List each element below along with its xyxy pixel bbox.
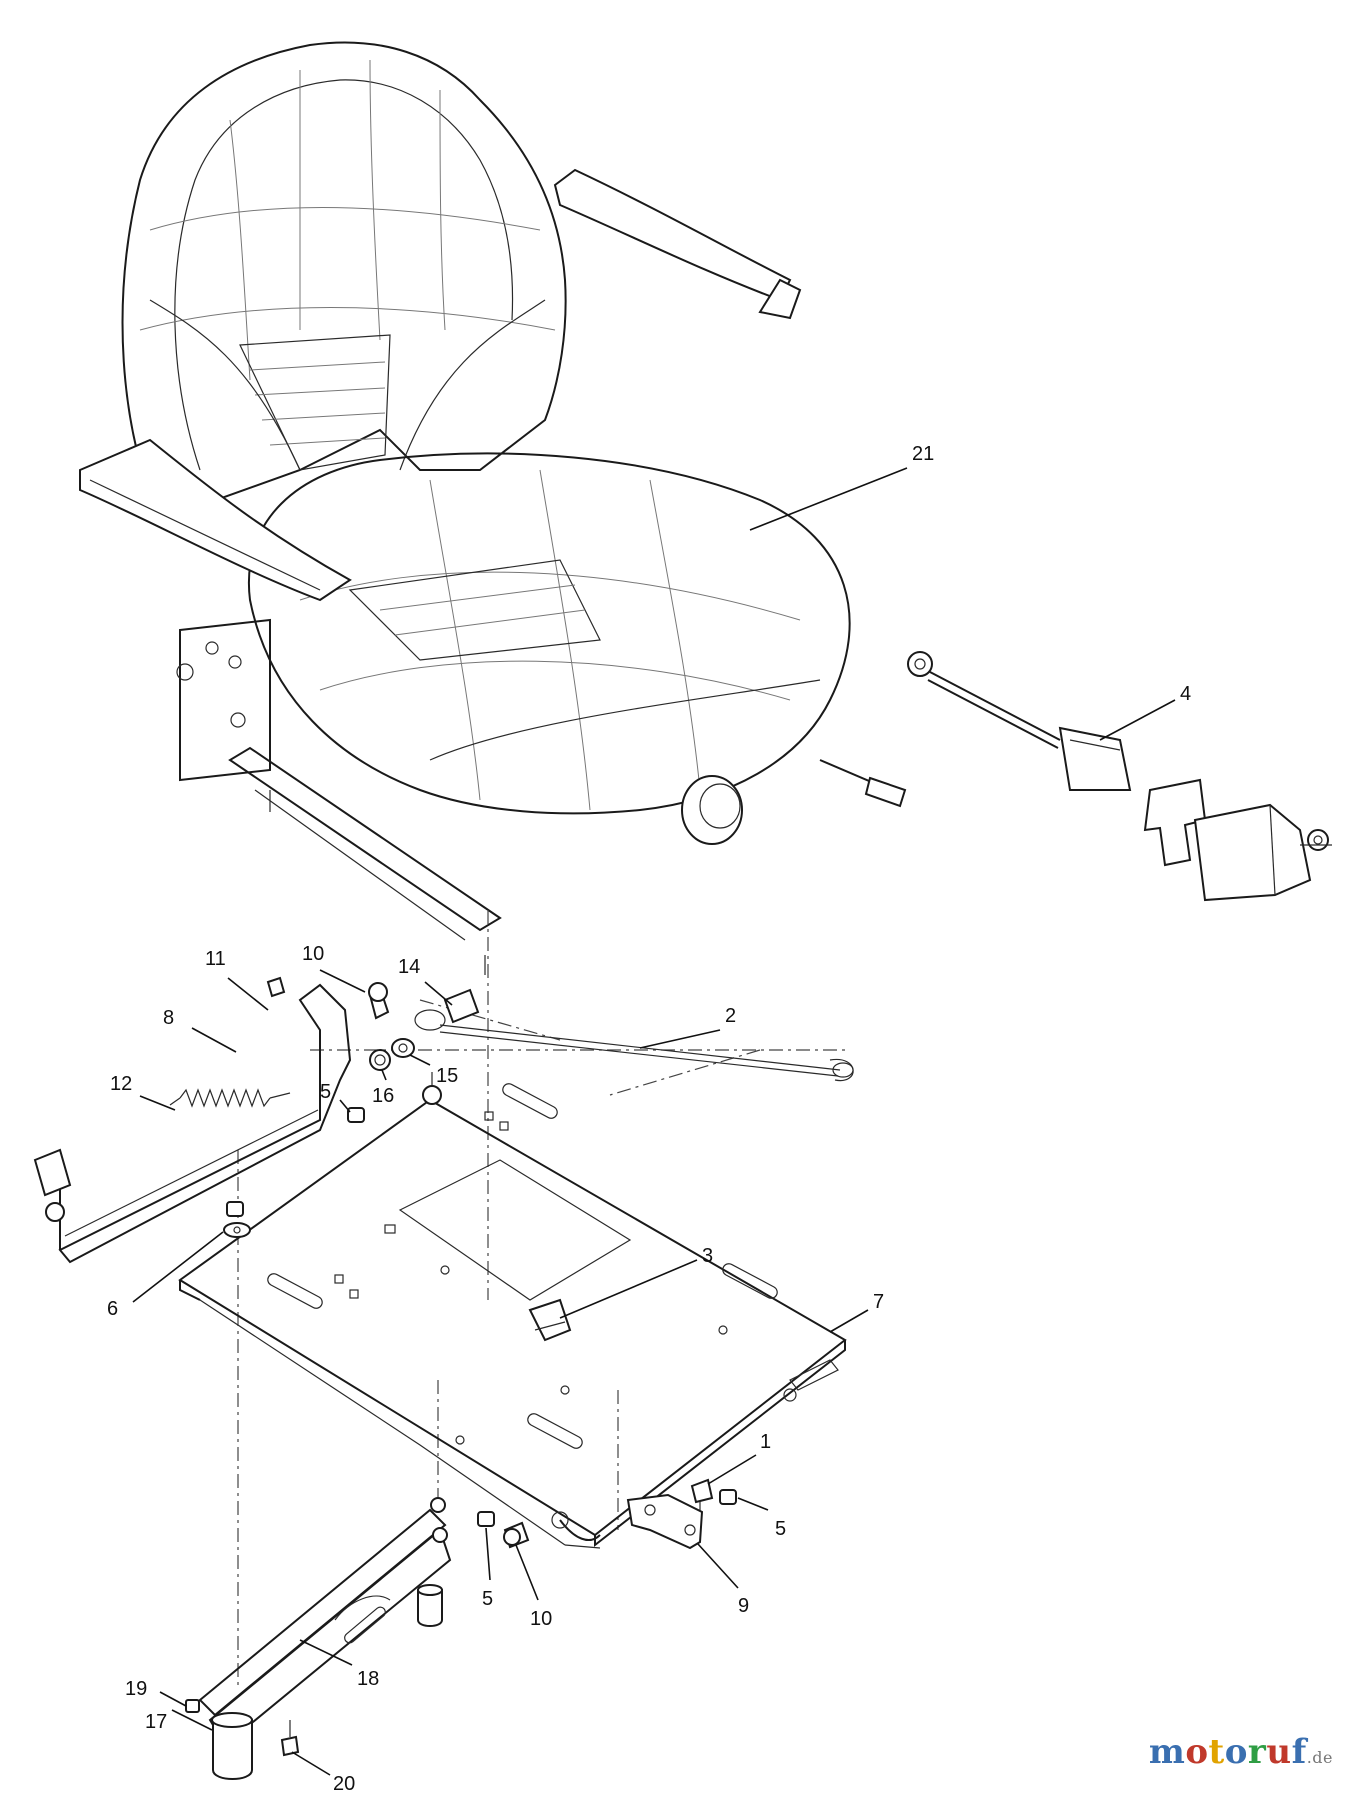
callout-5-lower: 5 <box>482 1588 493 1610</box>
watermark-letter: t <box>1208 1732 1225 1772</box>
washer-6 <box>223 1222 251 1238</box>
nut-5b <box>719 1489 737 1505</box>
seat <box>79 41 907 975</box>
callout-21: 21 <box>912 443 934 465</box>
callout-2: 2 <box>725 1005 736 1027</box>
seat-armrest-left <box>79 438 352 602</box>
callout-20: 20 <box>333 1773 355 1795</box>
callout-9: 9 <box>738 1595 749 1617</box>
callout-14: 14 <box>398 956 420 978</box>
nut-5c <box>477 1511 495 1527</box>
bolt-1 <box>690 1478 714 1504</box>
slide-release-lever <box>33 976 352 1264</box>
seat-base-frame <box>179 618 271 782</box>
callout-7: 7 <box>873 1291 884 1313</box>
watermark-letter: o <box>1224 1732 1248 1772</box>
callout-17: 17 <box>145 1711 167 1733</box>
watermark-letter: u <box>1266 1732 1292 1772</box>
watermark-letter: m <box>1148 1732 1186 1772</box>
seat-switch <box>528 1298 572 1342</box>
lower-slide-bracket <box>185 1497 452 1780</box>
belt-latch-plate <box>1143 778 1207 867</box>
nut-5a <box>347 1107 365 1123</box>
seat-mount-plate <box>178 1072 847 1549</box>
callout-16: 16 <box>372 1085 394 1107</box>
nut-6-top <box>226 1201 244 1217</box>
seat-armrest-right <box>553 168 792 302</box>
callout-8: 8 <box>163 1007 174 1029</box>
callout-10-lower: 10 <box>530 1608 552 1630</box>
callout-6: 6 <box>107 1298 118 1320</box>
nut-19 <box>185 1699 200 1713</box>
bracket-9 <box>626 1493 704 1550</box>
callout-labels: 21 4 11 10 14 2 8 15 16 12 5 3 6 7 1 5 9… <box>107 443 1191 1795</box>
callout-3: 3 <box>702 1245 713 1267</box>
watermark-tld: .de <box>1306 1748 1333 1767</box>
callout-18: 18 <box>357 1668 379 1690</box>
callout-11: 11 <box>205 948 226 970</box>
return-spring <box>179 1088 271 1108</box>
lever-rod <box>58 983 352 1264</box>
callout-12: 12 <box>110 1073 132 1095</box>
watermark-letter: r <box>1247 1732 1267 1772</box>
callout-5-upper: 5 <box>320 1081 331 1103</box>
seat-belt-assembly <box>907 651 1332 902</box>
seat-cushion <box>247 452 851 815</box>
rubber-foot-17 <box>212 1719 253 1780</box>
callout-15: 15 <box>436 1065 458 1087</box>
motoruf-watermark-logo: motoruf.de <box>1149 1732 1333 1772</box>
bolt-20 <box>280 1735 300 1757</box>
watermark-letter: f <box>1291 1732 1307 1772</box>
callout-19: 19 <box>125 1678 147 1700</box>
callout-10-upper: 10 <box>302 943 324 965</box>
plate-fasteners <box>223 1107 737 1550</box>
callout-5-right: 5 <box>775 1518 786 1540</box>
belt-retractor <box>1193 803 1312 902</box>
callout-4: 4 <box>1180 683 1191 705</box>
seat-backrest <box>121 41 567 522</box>
leader-lines <box>132 467 1176 1776</box>
callout-1: 1 <box>760 1431 771 1453</box>
watermark-letter: o <box>1185 1732 1209 1772</box>
washer-15 <box>391 1038 415 1058</box>
spacer-16 <box>369 1049 391 1071</box>
pivot-hardware <box>368 982 854 1082</box>
belt-buckle <box>1058 726 1132 791</box>
shoulder-bolt-14 <box>443 988 480 1024</box>
